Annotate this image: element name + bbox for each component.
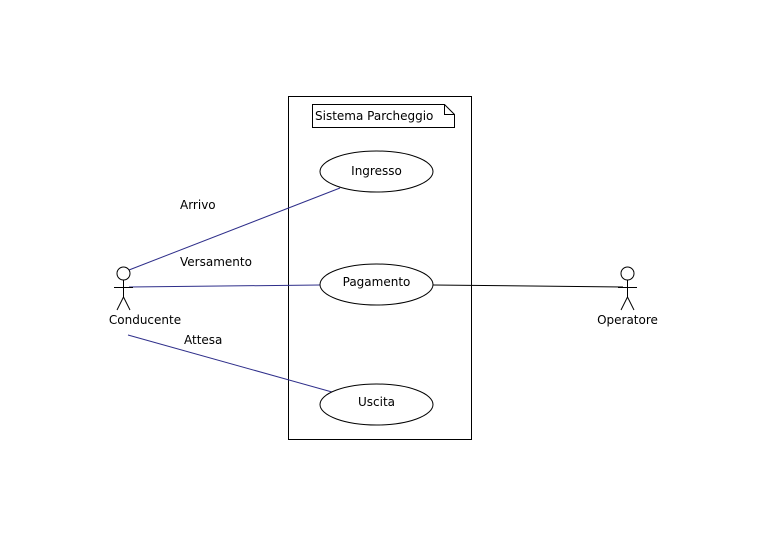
- actor-operatore-leg-right: [627, 296, 635, 311]
- system-note-label: Sistema Parcheggio: [315, 109, 433, 123]
- system-boundary[interactable]: [288, 96, 472, 440]
- association-versamento-label: Versamento: [180, 255, 252, 269]
- system-note[interactable]: Sistema Parcheggio: [312, 104, 455, 128]
- use-case-pagamento-label: Pagamento: [343, 275, 411, 289]
- association-attesa-label: Attesa: [184, 333, 222, 347]
- use-case-ingresso[interactable]: Ingresso: [319, 150, 434, 193]
- use-case-ingresso-label: Ingresso: [351, 164, 402, 178]
- actor-conducente[interactable]: Conducente: [109, 266, 181, 327]
- actor-conducente-leg-right: [123, 296, 131, 311]
- use-case-pagamento-shape: [319, 263, 434, 306]
- note-fold: [444, 104, 455, 115]
- actor-operatore[interactable]: Operatore: [597, 266, 658, 327]
- association-operatore-line[interactable]: [432, 284, 624, 288]
- use-case-pagamento[interactable]: Pagamento: [319, 263, 434, 306]
- use-case-uscita[interactable]: Uscita: [319, 383, 434, 426]
- association-attesa-line[interactable]: [127, 334, 333, 393]
- use-case-ingresso-shape: [319, 150, 434, 193]
- association-versamento-line[interactable]: [128, 284, 321, 288]
- use-case-uscita-shape: [319, 383, 434, 426]
- use-case-uscita-label: Uscita: [358, 395, 395, 409]
- association-arrivo-label: Arrivo: [180, 198, 216, 212]
- actor-conducente-head: [116, 266, 131, 281]
- association-arrivo-line[interactable]: [128, 187, 341, 271]
- note-shape: [312, 104, 455, 128]
- actor-operatore-label: Operatore: [597, 313, 658, 327]
- actor-operatore-head: [620, 266, 635, 281]
- actor-conducente-leg-left: [116, 296, 124, 311]
- actor-conducente-label: Conducente: [109, 313, 181, 327]
- actor-operatore-leg-left: [620, 296, 628, 311]
